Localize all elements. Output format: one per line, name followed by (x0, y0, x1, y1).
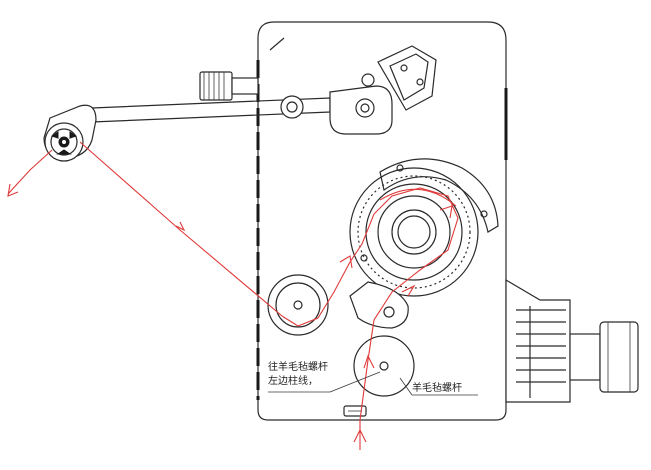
side-motor-knob (505, 278, 639, 403)
arrow-exit (7, 183, 19, 197)
arrow-inlet (353, 428, 367, 443)
wire-inlet-nozzle (343, 405, 367, 417)
label-leaders (268, 371, 478, 396)
swing-arm (59, 85, 393, 135)
arrow-cam (401, 284, 416, 297)
wire-arrows (7, 183, 453, 443)
arm-tip-pulley (43, 104, 97, 162)
adjust-knob-top (199, 71, 259, 101)
arrow-wheel (439, 205, 453, 219)
arrow-pulley-up (363, 354, 375, 369)
tension-wheel-assembly (349, 158, 499, 297)
label-wool-felt-screw-left-2: 左边柱线， (268, 376, 318, 387)
cam-idler (349, 281, 409, 329)
spring-bracket (361, 45, 437, 111)
tensioner-housing (256, 21, 508, 421)
label-wool-felt-screw: 羊毛毡螺杆 (412, 383, 462, 394)
felt-screw-pulley (353, 335, 415, 397)
wire-path (7, 141, 459, 450)
arrow-diagonal (175, 221, 186, 232)
label-wool-felt-screw-left-1: 往羊毛毡螺杆 (268, 362, 328, 373)
arrow-wheel-out (339, 255, 353, 269)
